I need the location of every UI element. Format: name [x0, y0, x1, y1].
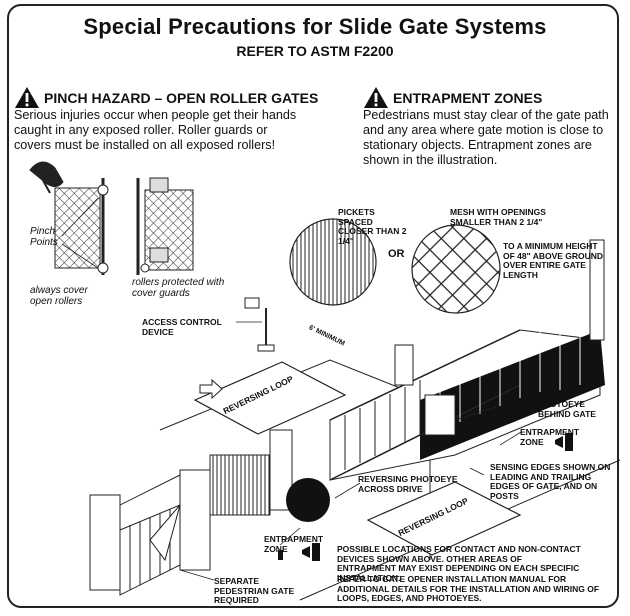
- pinch-hazard-heading: PINCH HAZARD – OPEN ROLLER GATES: [14, 86, 318, 109]
- label-reversing-photoeye: REVERSING PHOTOEYE ACROSS DRIVE: [358, 474, 458, 494]
- label-access-control: ACCESS CONTROL DEVICE: [142, 317, 222, 337]
- entrapment-icon-small: [278, 550, 283, 560]
- label-possible-locations: POSSIBLE LOCATIONS FOR CONTACT AND NON-C…: [337, 544, 581, 583]
- label-pedestrian-gate: SEPARATE PEDESTRIAN GATE REQUIRED: [214, 576, 295, 605]
- pinch-sketch-right: [136, 177, 194, 275]
- pedestrian-gate: [89, 429, 293, 596]
- label-mesh: MESH WITH OPENINGS SMALLER THAN 2 1/4": [450, 207, 546, 227]
- page-title: Special Precautions for Slide Gate Syste…: [83, 14, 547, 39]
- page-subtitle: REFER TO ASTM F2200: [236, 43, 394, 59]
- entrapment-icon-left: [302, 543, 320, 561]
- access-control-device: [244, 297, 275, 352]
- pinch-body: Serious injuries occur when people get t…: [14, 108, 297, 152]
- warning-icon: [364, 87, 388, 108]
- mesh-circle: [411, 224, 501, 314]
- reversing-loop-upper: [193, 361, 347, 435]
- pickets-circle: [289, 218, 377, 306]
- entrapment-heading-text: ENTRAPMENT ZONES: [393, 89, 543, 106]
- label-pickets: PICKETS SPACED CLOSER THAN 2 1/4": [338, 207, 407, 246]
- gate-operator: [424, 394, 456, 436]
- caption-open-rollers: always cover open rollers: [30, 285, 88, 307]
- label-sensing-edges: SENSING EDGES SHOWN ON LEADING AND TRAIL…: [490, 462, 611, 501]
- pinch-points-label: Pinch Points: [30, 226, 58, 248]
- pinch-sketch-left: [29, 161, 109, 275]
- entrapment-body: Pedestrians must stay clear of the gate …: [363, 108, 609, 167]
- label-photoeye-behind: PHOTOEYE BEHIND GATE: [538, 399, 596, 419]
- label-or: OR: [388, 248, 405, 260]
- label-entrapment-zone-left: ENTRAPMENT ZONE: [264, 534, 324, 554]
- caption-protected-rollers: rollers protected with cover guards: [132, 277, 225, 299]
- label-refer-manual: REFER TO GATE OPENER INSTALLATION MANUAL…: [337, 574, 600, 603]
- reversing-loop-lower: [366, 481, 522, 556]
- direction-arrow: [199, 378, 223, 400]
- label-entrapment-zone-right: ENTRAPMENT ZONE: [520, 427, 580, 447]
- entrapment-icon-right: [555, 433, 573, 451]
- warning-icon: [15, 87, 39, 108]
- pinch-heading-text: PINCH HAZARD – OPEN ROLLER GATES: [44, 89, 319, 106]
- entrapment-heading: ENTRAPMENT ZONES: [363, 86, 542, 109]
- photoeye-zone: [286, 478, 330, 522]
- label-height: TO A MINIMUM HEIGHT OF 48" ABOVE GROUND …: [503, 241, 604, 280]
